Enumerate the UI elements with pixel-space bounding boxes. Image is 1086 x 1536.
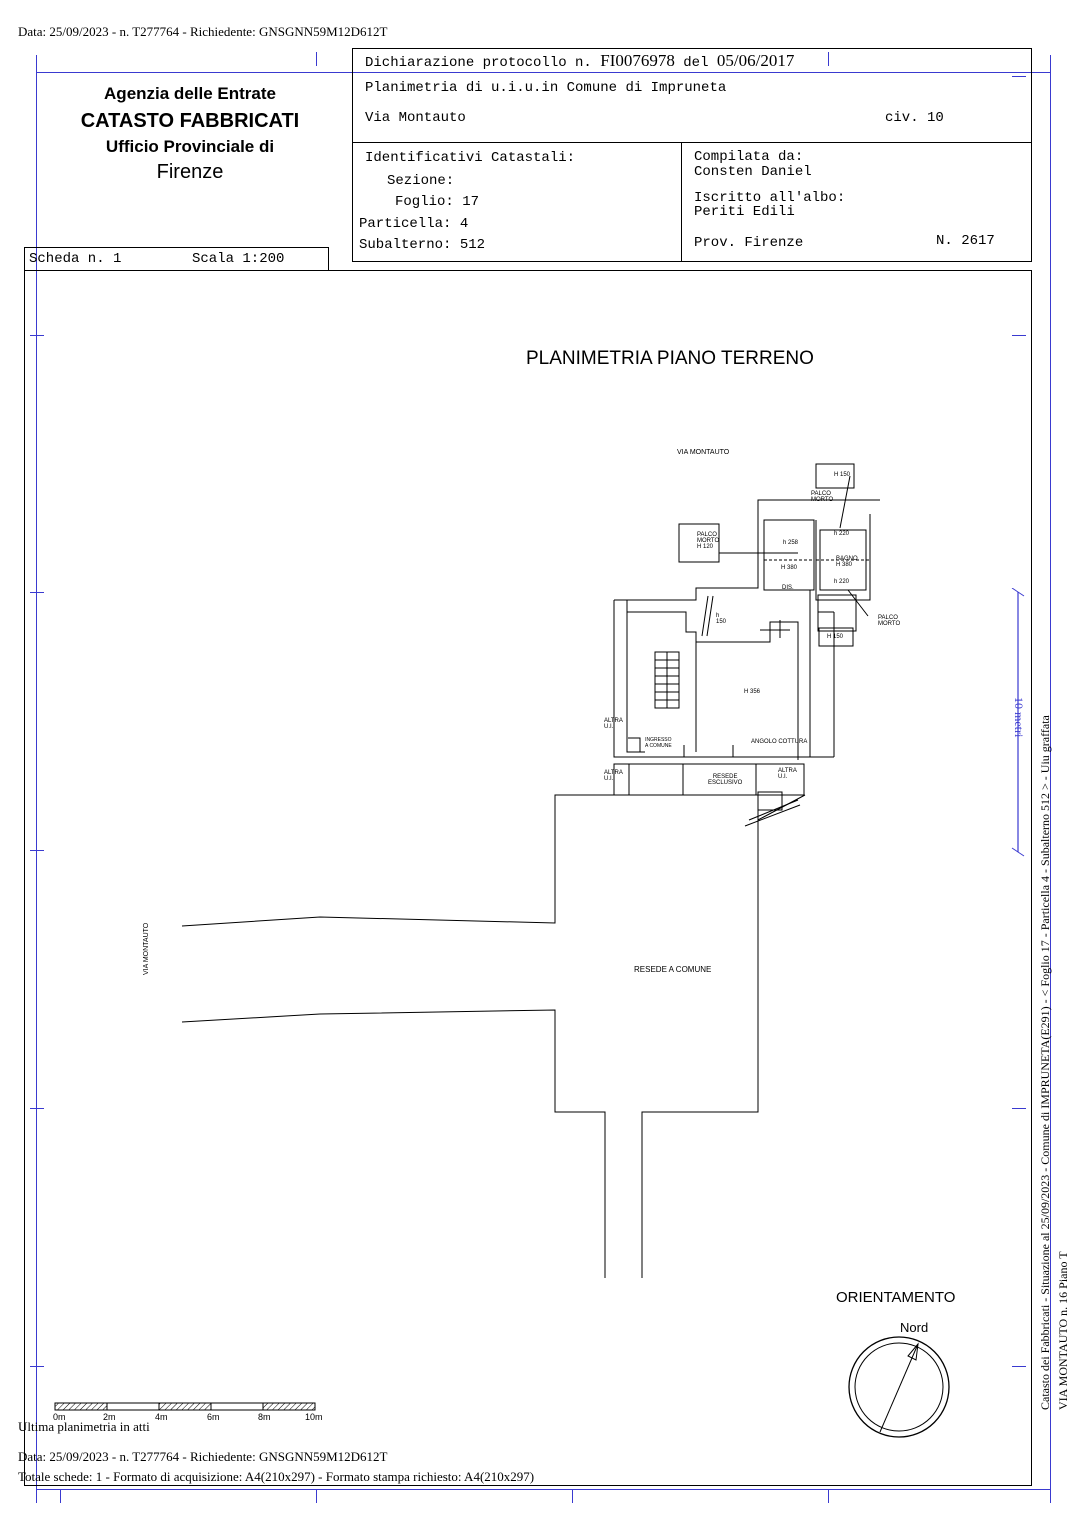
label-ingresso: INGRESSO A COMUNE (645, 737, 672, 749)
particella: Particella: 4 (359, 216, 469, 232)
albo-number: N. 2617 (936, 233, 995, 249)
subalterno: Subalterno: 512 (359, 237, 486, 253)
label-h220-bottom: h 220 (834, 579, 850, 585)
label-h380-left: H 380 (781, 565, 798, 571)
ten-metri-label: 10 metri (1012, 697, 1026, 738)
label-h150-stair-v: 150 (716, 619, 727, 625)
label-dis: DIS. (782, 585, 794, 591)
scheda-box: Scheda n. 1 Scala 1:200 (24, 247, 329, 271)
label-altra-ui-1b: U.I. (604, 724, 614, 730)
protocol-box: Dichiarazione protocollo n. FI0076978 de… (352, 48, 1032, 143)
protocol-date: 05/06/2017 (716, 51, 795, 70)
identificativi-box: Identificativi Catastali: Sezione: Fogli… (352, 142, 682, 262)
scale-label-10: 10m (305, 1412, 323, 1422)
albo-label: Iscritto all'albo: (694, 190, 846, 206)
address-line: Via Montauto (365, 110, 466, 126)
protocol-number: FI0076978 (600, 51, 675, 70)
compilata-box: Compilata da: Consten Daniel Iscritto al… (681, 142, 1032, 262)
orientamento-title: ORIENTAMENTO (836, 1289, 956, 1306)
label-palco-left-2: MORTO (697, 538, 720, 544)
scheda-label: Scheda n. 1 (29, 251, 122, 267)
label-h150-top: H 150 (834, 472, 851, 478)
scale-label-0: 0m (53, 1412, 66, 1422)
label-h150-right: H 150 (827, 634, 844, 640)
scale-label-2: 2m (103, 1412, 116, 1422)
drawing-frame (24, 270, 1032, 1486)
label-ingresso-1: INGRESSO (645, 737, 672, 743)
office-catasto: CATASTO FABBRICATI (80, 110, 300, 132)
civic-number: civ. 10 (885, 110, 944, 126)
resede-outline-top (181, 794, 759, 1278)
compilata-name: Consten Daniel (694, 164, 812, 180)
ultima-planimetria: Ultima planimetria in atti (18, 1419, 150, 1434)
label-bagno-text: BAGNO (836, 556, 858, 562)
label-palco-right-2: MORTO (878, 621, 901, 627)
ten-metri-marker (1011, 588, 1025, 857)
label-altra-ui-1: ALTRA U.I. (604, 718, 623, 730)
label-palco-left: PALCO MORTO H 120 (697, 532, 719, 550)
protocol-del: del (683, 55, 709, 71)
identificativi-title: Identificativi Catastali: (365, 150, 576, 166)
label-altra-ui-3b: U.I. (778, 774, 788, 780)
label-altra-ui-2a: ALTRA (604, 770, 623, 776)
office-city: Firenze (156, 161, 224, 183)
side-text-2: VIA MONTAUTO n. 16 Piano T (1056, 1251, 1070, 1410)
plan-title: PLANIMETRIA PIANO TERRENO (526, 348, 814, 369)
planimetria-line: Planimetria di u.i.u.in Comune di Imprun… (365, 80, 727, 96)
document-header: Data: 25/09/2023 - n. T277764 - Richiede… (18, 24, 388, 39)
label-palco-right: PALCO MORTO (878, 615, 900, 627)
label-palco-top: PALCO MORTO (811, 491, 833, 503)
label-palco-right-1: PALCO (878, 615, 898, 621)
nord-label: Nord (900, 1320, 929, 1335)
label-h150-stair: h 150 (716, 613, 726, 625)
label-resede-comune: RESEDE A COMUNE (634, 965, 712, 974)
side-text-1: Catasto dei Fabbricati - Situazione al 2… (1038, 715, 1052, 1410)
footer-data: Data: 25/09/2023 - n. T277764 - Richiede… (18, 1449, 388, 1464)
office-ufficio: Ufficio Provinciale di (105, 137, 275, 156)
scale-label-6: 6m (207, 1412, 220, 1422)
label-altra-ui-2b: U.I. (604, 776, 614, 782)
label-resede-esclusivo-2: ESCLUSIVO (708, 780, 743, 786)
label-angolo-cottura: ANGOLO COTTURA (751, 739, 808, 745)
label-h220-top: h 220 (834, 531, 850, 537)
label-h356: H 356 (744, 689, 761, 695)
label-altra-ui-2: ALTRA U.I. (604, 770, 623, 782)
label-resede-esclusivo-1: RESEDE (712, 774, 738, 780)
scale-label-8: 8m (258, 1412, 271, 1422)
label-via-top: VIA MONTAUTO (677, 449, 730, 456)
label-ingresso-2: A COMUNE (645, 743, 672, 749)
label-h258: h 258 (783, 540, 799, 546)
protocol-line: Dichiarazione protocollo n. FI0076978 de… (365, 51, 794, 71)
label-altra-ui-3: ALTRA U.I. (778, 768, 797, 780)
albo-value: Periti Edili (694, 204, 795, 220)
sezione: Sezione: (387, 173, 455, 189)
label-via-left: VIA MONTAUTO (143, 922, 150, 975)
provincia: Prov. Firenze (694, 235, 804, 251)
scala-label: Scala 1:200 (192, 251, 285, 267)
scale-label-4: 4m (155, 1412, 168, 1422)
compass-icon (848, 1336, 950, 1438)
label-resede-esclusivo: RESEDE ESCLUSIVO (708, 774, 742, 786)
label-palco-top-2: MORTO (811, 497, 834, 503)
label-palco-top-1: PALCO (811, 491, 831, 497)
label-bagno: BAGNO H 380 (836, 556, 858, 568)
label-palco-left-1: PALCO (697, 532, 717, 538)
label-h150-stair-h: h (716, 613, 720, 619)
office-block: Agenzia delle Entrate CATASTO FABBRICATI… (60, 84, 320, 184)
label-h380-right: H 380 (836, 562, 853, 568)
compilata-label: Compilata da: (694, 149, 804, 165)
foglio: Foglio: 17 (395, 194, 480, 210)
resede-outline-bottom (181, 1009, 606, 1278)
label-palco-left-3: H 120 (697, 544, 714, 550)
scale-bar (54, 1402, 316, 1411)
office-agency: Agenzia delle Entrate (104, 84, 276, 103)
label-altra-ui-1a: ALTRA (604, 718, 623, 724)
label-altra-ui-3a: ALTRA (778, 768, 797, 774)
protocol-prefix: Dichiarazione protocollo n. (365, 55, 592, 71)
footer-totale: Totale schede: 1 - Formato di acquisizio… (18, 1469, 535, 1484)
